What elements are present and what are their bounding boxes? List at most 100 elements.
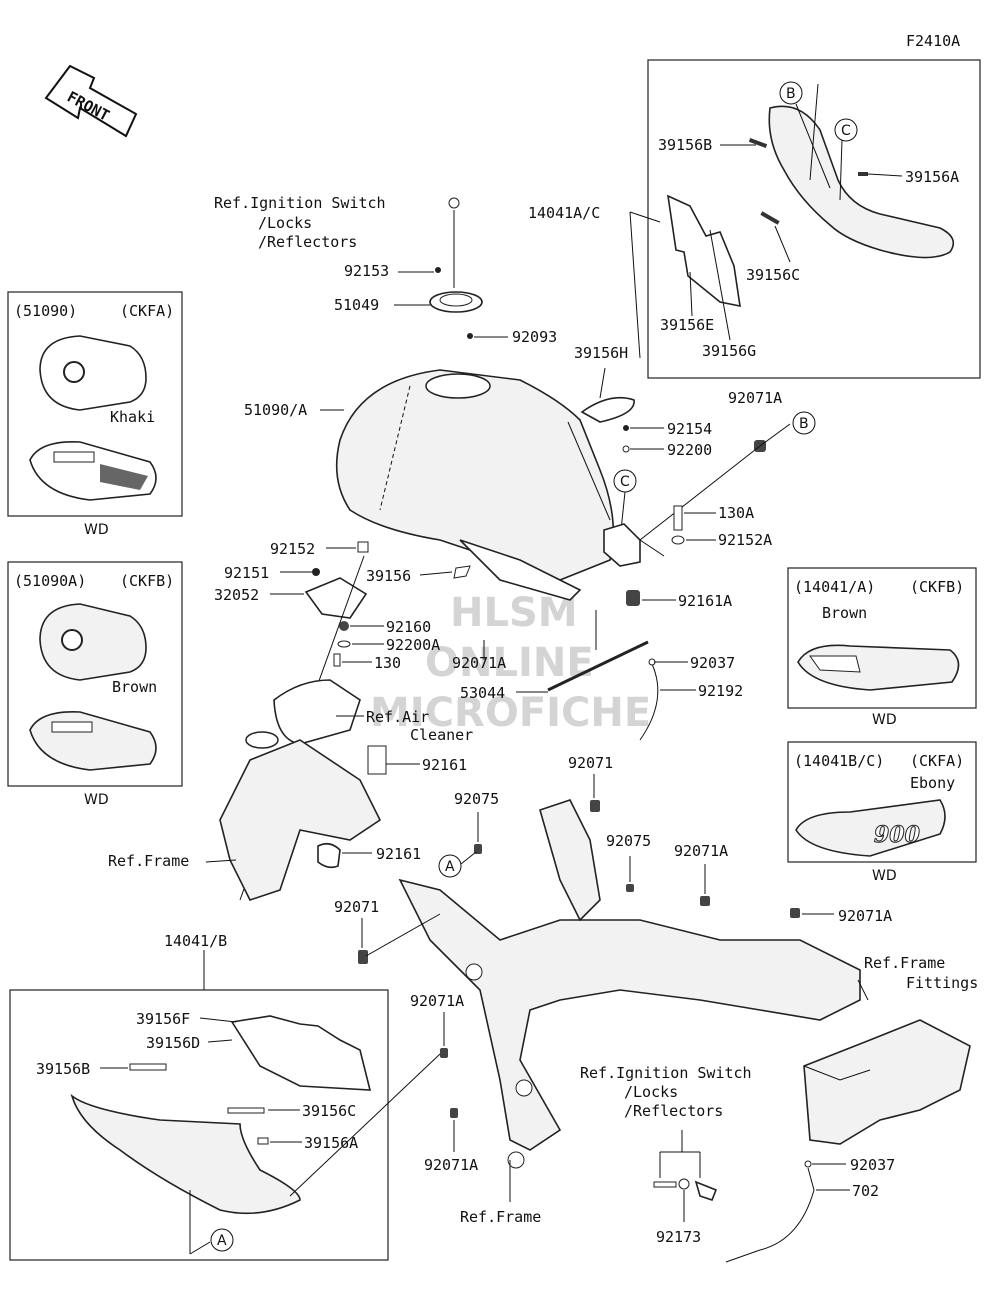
part-39156F: 39156F <box>136 1010 190 1028</box>
part-92200A: 92200A <box>386 636 440 654</box>
part-39156C-top: 39156C <box>746 266 800 284</box>
watermark-line-1: HLSM <box>450 590 578 636</box>
rear-fender <box>803 1019 971 1145</box>
inset-tank-khaki <box>7 291 183 517</box>
ref-frame-fittings-1: Ref.Frame <box>864 954 945 972</box>
part-39156D: 39156D <box>146 1034 200 1052</box>
variant-1-code: (51090) <box>14 302 77 320</box>
callout-b-top: B <box>786 86 796 102</box>
part-39156A-bot: 39156A <box>304 1134 358 1152</box>
variant-2-code: (51090A) <box>14 572 86 590</box>
part-702: 702 <box>852 1182 879 1200</box>
part-92071-1: 92071 <box>568 754 613 772</box>
part-39156E: 39156E <box>660 316 714 334</box>
part-14041AC: 14041A/C <box>528 204 600 222</box>
ref-ignition-bottom-2: /Locks <box>624 1083 678 1101</box>
fuel-cap <box>429 291 483 313</box>
part-92173: 92173 <box>656 1228 701 1246</box>
part-32052: 32052 <box>214 586 259 604</box>
part-92071A-3: 92071A <box>674 842 728 860</box>
part-92152A: 92152A <box>718 531 772 549</box>
inset-side-cover-left <box>9 989 389 1261</box>
watermark: HLSM ONLINE MICROFICHE <box>370 590 651 736</box>
variant-4-region: WD <box>872 868 897 884</box>
part-92192: 92192 <box>698 682 743 700</box>
callout-b-main: B <box>799 416 809 432</box>
variant-2-model: (CKFB) <box>120 572 174 590</box>
part-92037-2: 92037 <box>850 1156 895 1174</box>
part-51090A: 51090/A <box>244 401 307 419</box>
part-92152: 92152 <box>270 540 315 558</box>
ref-air-cleaner-1: Ref.Air <box>366 708 429 726</box>
variant-1-region: WD <box>84 522 109 538</box>
part-92154: 92154 <box>667 420 712 438</box>
part-14041B: 14041/B <box>164 932 227 950</box>
part-39156: 39156 <box>366 567 411 585</box>
part-53044: 53044 <box>460 684 505 702</box>
ref-air-cleaner-2: Cleaner <box>410 726 473 744</box>
part-92071A-6: 92071A <box>424 1156 478 1174</box>
main-frame <box>398 799 861 1169</box>
inset-cover-brown <box>787 567 977 709</box>
ref-ignition-top-3: /Reflectors <box>258 233 357 251</box>
part-51049: 51049 <box>334 296 379 314</box>
part-39156H: 39156H <box>574 344 628 362</box>
ref-frame-left: Ref.Frame <box>108 852 189 870</box>
ref-ignition-bottom-3: /Reflectors <box>624 1102 723 1120</box>
part-92160: 92160 <box>386 618 431 636</box>
part-92071A-5: 92071A <box>410 992 464 1010</box>
variant-2-region: WD <box>84 792 109 808</box>
variant-3-code: (14041/A) <box>794 578 875 596</box>
part-92071A-2: 92071A <box>452 654 506 672</box>
svg-text:900: 900 <box>874 822 921 848</box>
part-92161-1: 92161 <box>422 756 467 774</box>
callout-c-top: C <box>841 123 851 139</box>
variant-4-color: Ebony <box>910 774 955 792</box>
inset-tank-brown <box>7 561 183 787</box>
part-39156B-top: 39156B <box>658 136 712 154</box>
fuel-tank <box>335 369 615 601</box>
ref-frame-bottom: Ref.Frame <box>460 1208 541 1226</box>
part-53044-hose <box>547 640 649 692</box>
part-39156A-top: 39156A <box>905 168 959 186</box>
part-39156C-bot: 39156C <box>302 1102 356 1120</box>
part-92161-damper <box>367 745 387 775</box>
part-92075-2: 92075 <box>606 832 651 850</box>
part-39156G: 39156G <box>702 342 756 360</box>
frame-front <box>219 731 382 901</box>
part-130A: 130A <box>718 504 754 522</box>
part-32052-bracket <box>304 577 368 619</box>
variant-4-code: (14041B/C) <box>794 752 884 770</box>
part-39156H-pad <box>580 396 635 423</box>
part-92071A-1: 92071A <box>728 389 782 407</box>
ref-frame-fittings-2: Fittings <box>906 974 978 992</box>
callout-a-inset: A <box>217 1233 227 1249</box>
part-92153: 92153 <box>344 262 389 280</box>
callout-a-main: A <box>445 859 455 875</box>
part-92151: 92151 <box>224 564 269 582</box>
part-92037-1: 92037 <box>690 654 735 672</box>
variant-3-model: (CKFB) <box>910 578 964 596</box>
part-92071-2: 92071 <box>334 898 379 916</box>
front-arrow-icon: FRONT <box>44 64 138 138</box>
inset-side-cover-right <box>629 59 981 379</box>
variant-3-region: WD <box>872 712 897 728</box>
watermark-line-2: ONLINE <box>425 640 594 686</box>
watermark-line-3: MICROFICHE <box>370 690 651 736</box>
part-92093: 92093 <box>512 328 557 346</box>
ref-ignition-top-1: Ref.Ignition Switch <box>214 194 386 212</box>
variant-3-color: Brown <box>822 604 867 622</box>
part-92071A-4: 92071A <box>838 907 892 925</box>
inset-cover-ebony: 900 <box>787 741 977 863</box>
variant-1-color: Khaki <box>110 408 155 426</box>
variant-2-color: Brown <box>112 678 157 696</box>
air-cleaner-cover <box>273 679 361 745</box>
part-92161-2: 92161 <box>376 845 421 863</box>
part-92161A: 92161A <box>678 592 732 610</box>
bolt-group-92173 <box>653 1178 718 1201</box>
part-130: 130 <box>374 654 401 672</box>
ref-ignition-top-2: /Locks <box>258 214 312 232</box>
variant-4-model: (CKFA) <box>910 752 964 770</box>
